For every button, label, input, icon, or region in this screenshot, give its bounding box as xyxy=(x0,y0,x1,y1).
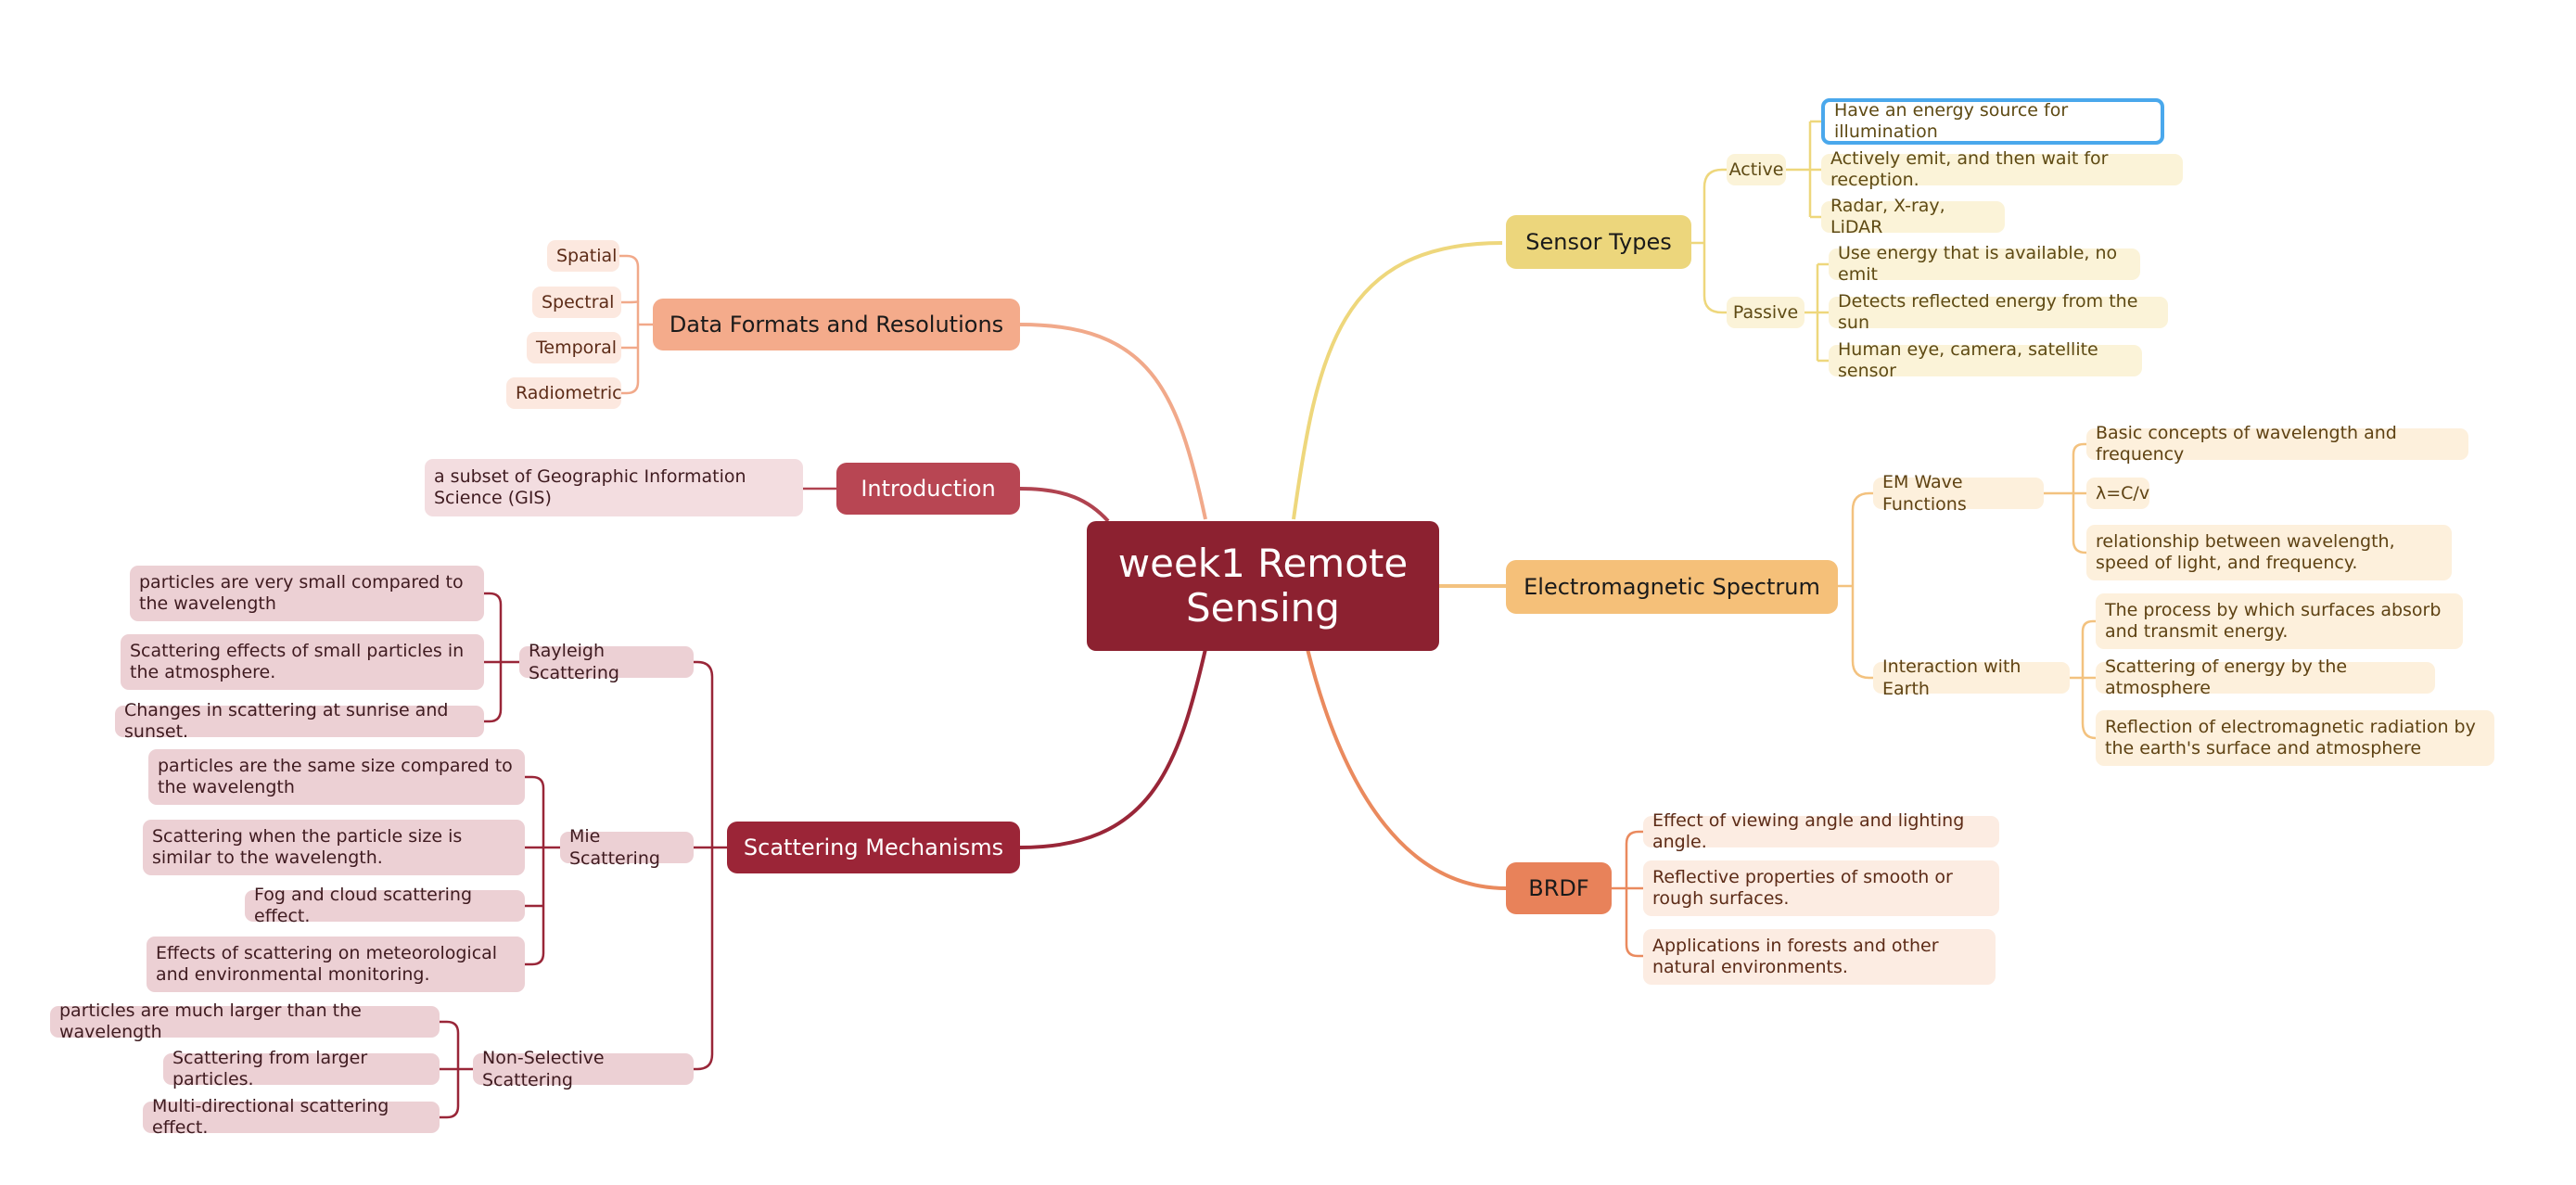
leaf-passive-reflected[interactable]: Detects reflected energy from the sun xyxy=(1829,291,2168,333)
leaf-spatial[interactable]: Spatial xyxy=(547,240,619,272)
leaf-mie-monitoring[interactable]: Effects of scattering on meteorological … xyxy=(147,937,525,992)
subtopic-label: Active xyxy=(1728,159,1784,180)
branch-brdf[interactable]: BRDF xyxy=(1506,862,1612,914)
subtopic-interaction-with-earth[interactable]: Interaction with Earth xyxy=(1873,656,2070,699)
subtopic-active[interactable]: Active xyxy=(1727,154,1786,185)
leaf-reflective-properties[interactable]: Reflective properties of smooth or rough… xyxy=(1643,860,1999,916)
leaf-mie-fog-cloud[interactable]: Fog and cloud scattering effect. xyxy=(245,885,525,926)
leaf-reflection[interactable]: Reflection of electromagnetic radiation … xyxy=(2096,710,2494,766)
subtopic-mie[interactable]: Mie Scattering xyxy=(560,826,694,869)
branch-scattering[interactable]: Scattering Mechanisms xyxy=(727,822,1020,873)
branch-sensor-types[interactable]: Sensor Types xyxy=(1506,215,1691,269)
leaf-nonselective-larger-particles[interactable]: Scattering from larger particles. xyxy=(163,1048,440,1089)
leaf-gis-subset[interactable]: a subset of Geographic Information Scien… xyxy=(425,459,803,516)
branch-em-spectrum[interactable]: Electromagnetic Spectrum xyxy=(1506,560,1838,614)
leaf-absorb-transmit[interactable]: The process by which surfaces absorb and… xyxy=(2096,593,2463,649)
leaf-active-examples[interactable]: Radar, X-ray, LiDAR xyxy=(1821,196,2005,237)
subtopic-label: Passive xyxy=(1732,302,1799,323)
link-introduction xyxy=(1019,487,1110,523)
link-brdf xyxy=(1306,648,1507,890)
branch-label: Data Formats and Resolutions xyxy=(669,312,1004,338)
subtopic-label: Non-Selective Scattering xyxy=(482,1048,605,1090)
leaf-nonselective-large[interactable]: particles are much larger than the wavel… xyxy=(50,1000,440,1042)
subtopic-label: Interaction with Earth xyxy=(1882,656,2021,699)
branch-label: Electromagnetic Spectrum xyxy=(1524,574,1820,600)
subtopic-label: EM Wave Functions xyxy=(1882,472,1967,515)
leaf-active-emit[interactable]: Actively emit, and then wait for recepti… xyxy=(1821,148,2183,190)
subtopic-rayleigh[interactable]: Rayleigh Scattering xyxy=(519,641,694,683)
branch-label: BRDF xyxy=(1528,875,1589,901)
leaf-atmosphere-scattering[interactable]: Scattering of energy by the atmosphere xyxy=(2096,656,2435,698)
link-scattering xyxy=(1019,648,1207,849)
leaf-active-energy-source[interactable]: Have an energy source for illumination xyxy=(1821,98,2164,145)
leaf-spectral[interactable]: Spectral xyxy=(532,287,621,318)
leaf-rayleigh-small-particles[interactable]: particles are very small compared to the… xyxy=(130,566,484,621)
leaf-radiometric[interactable]: Radiometric xyxy=(506,377,622,409)
subtopic-non-selective[interactable]: Non-Selective Scattering xyxy=(473,1048,694,1090)
branch-introduction[interactable]: Introduction xyxy=(836,463,1020,515)
subtopic-label: Mie Scattering xyxy=(569,826,660,869)
leaf-relationship[interactable]: relationship between wavelength, speed o… xyxy=(2086,525,2452,580)
subtopic-label: Rayleigh Scattering xyxy=(529,641,619,683)
subtopic-em-wave-functions[interactable]: EM Wave Functions xyxy=(1873,472,2044,515)
leaf-mie-similar-size[interactable]: Scattering when the particle size is sim… xyxy=(143,820,525,875)
leaf-applications[interactable]: Applications in forests and other natura… xyxy=(1643,929,1996,985)
branch-data-formats[interactable]: Data Formats and Resolutions xyxy=(653,299,1020,350)
subtopic-passive[interactable]: Passive xyxy=(1727,297,1804,328)
link-sensor-types xyxy=(1292,241,1503,520)
leaf-rayleigh-atmosphere[interactable]: Scattering effects of small particles in… xyxy=(121,634,484,690)
central-topic-label: week1 Remote Sensing xyxy=(1117,541,1409,631)
leaf-formula[interactable]: λ=C/v xyxy=(2086,478,2149,509)
leaf-nonselective-multidirectional[interactable]: Multi-directional scattering effect. xyxy=(143,1096,440,1138)
leaf-mie-same-size[interactable]: particles are the same size compared to … xyxy=(148,749,525,805)
leaf-temporal[interactable]: Temporal xyxy=(527,332,621,363)
leaf-viewing-angle[interactable]: Effect of viewing angle and lighting ang… xyxy=(1643,810,1999,852)
central-topic[interactable]: week1 Remote Sensing xyxy=(1087,521,1439,651)
leaf-passive-examples[interactable]: Human eye, camera, satellite sensor xyxy=(1829,339,2142,381)
branch-label: Sensor Types xyxy=(1525,229,1672,255)
branch-label: Introduction xyxy=(861,476,996,502)
leaf-passive-available[interactable]: Use energy that is available, no emit xyxy=(1829,243,2140,285)
link-data-formats xyxy=(1019,323,1207,520)
branch-label: Scattering Mechanisms xyxy=(743,835,1004,860)
leaf-wavelength-frequency[interactable]: Basic concepts of wavelength and frequen… xyxy=(2086,423,2468,465)
leaf-rayleigh-sunrise[interactable]: Changes in scattering at sunrise and sun… xyxy=(115,700,484,742)
